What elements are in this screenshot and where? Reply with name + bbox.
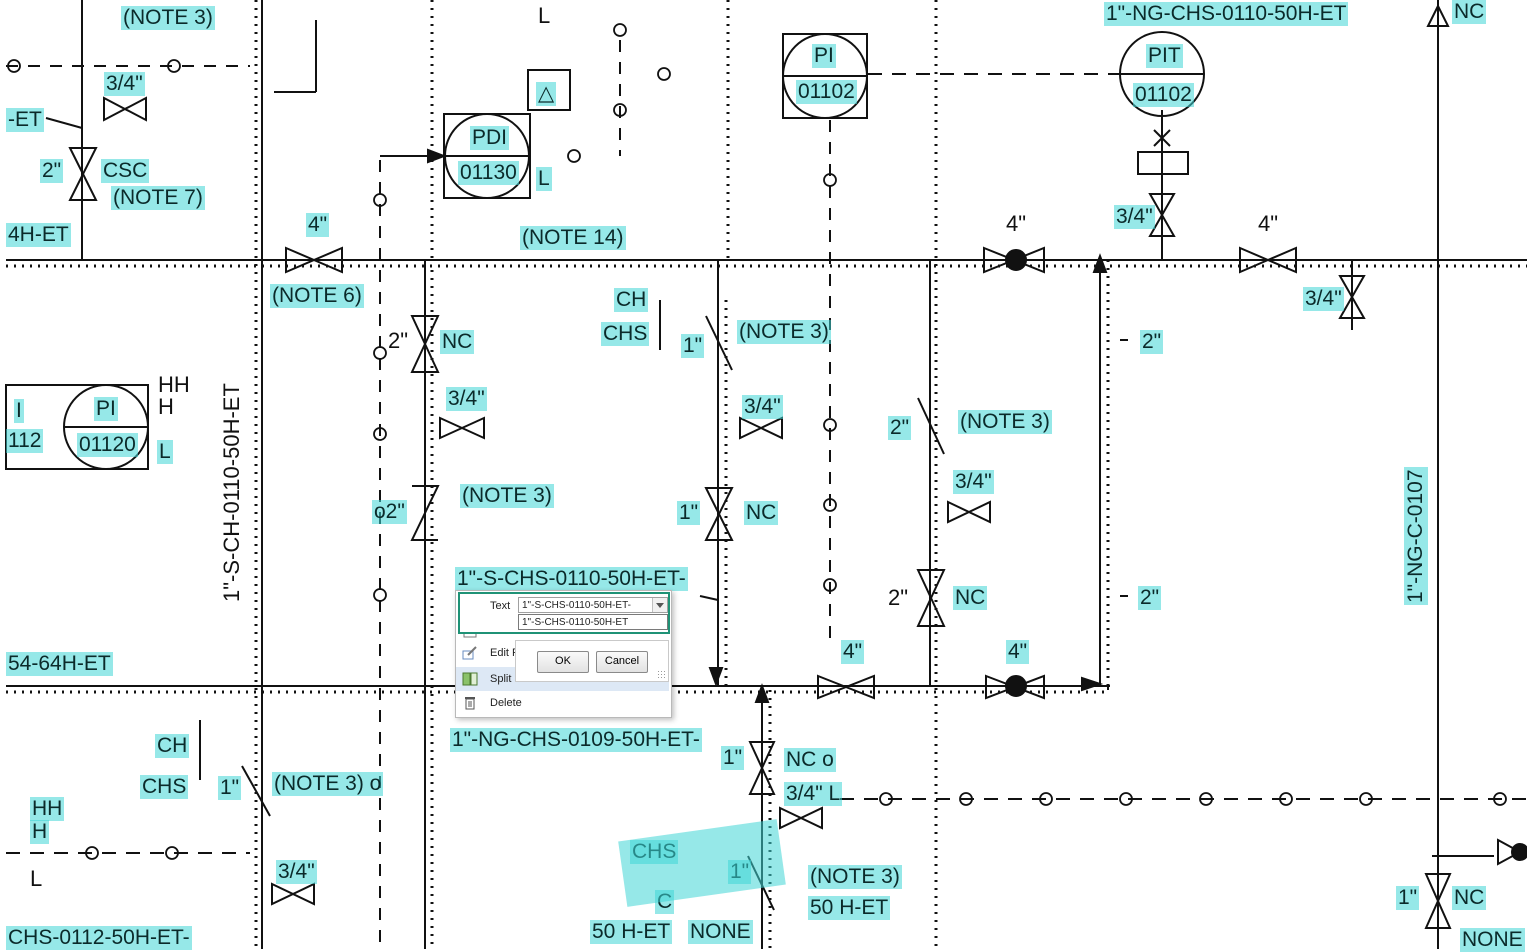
editor-button-panel: OK Cancel bbox=[515, 640, 669, 682]
text-label-l34[interactable]: 3/4" bbox=[953, 470, 994, 494]
text-label-l22[interactable]: 3/4" bbox=[446, 387, 487, 411]
text-label-l50[interactable]: CHS bbox=[140, 775, 189, 799]
text-label-l16[interactable]: 1"-NG-CHS-0110-50H-ET bbox=[1104, 2, 1349, 26]
text-label-l32[interactable]: 2" bbox=[888, 416, 912, 440]
text-label-l28[interactable]: (NOTE 3) bbox=[737, 320, 831, 344]
text-label-l1[interactable]: (NOTE 3) bbox=[121, 6, 215, 30]
text-label-l13[interactable]: 01102 bbox=[796, 80, 857, 104]
text-label-l37[interactable]: 2" bbox=[1138, 586, 1162, 610]
text-label-l29[interactable]: 3/4" bbox=[742, 395, 783, 419]
text-edit-input[interactable]: 1"-S-CHS-0110-50H-ET bbox=[518, 614, 668, 630]
text-label-l51[interactable]: 1" bbox=[218, 776, 242, 800]
text-label-l11[interactable]: △ bbox=[536, 82, 557, 106]
text-label-l27[interactable]: 1" bbox=[681, 334, 705, 358]
text-label-l45[interactable]: 54-64H-ET bbox=[6, 652, 113, 676]
menu-item-label: Delete bbox=[490, 697, 522, 709]
chevron-down-icon[interactable] bbox=[652, 598, 667, 612]
text-label-l57[interactable]: NC o bbox=[784, 748, 836, 772]
menu-item-label: Edit R bbox=[490, 647, 520, 659]
text-label-l31[interactable]: NC bbox=[744, 501, 779, 525]
text-label-l42[interactable]: I bbox=[14, 399, 24, 423]
text-label-l40[interactable]: 01120 bbox=[77, 433, 138, 457]
text-label-l53[interactable]: HH bbox=[30, 797, 65, 821]
text-label-l55[interactable]: 3/4" bbox=[276, 860, 317, 884]
text-label-l35[interactable]: NC bbox=[953, 586, 988, 610]
text-label-l44[interactable]: 1"-S-CHS-0110-50H-ET- bbox=[455, 567, 688, 591]
text-label-l30[interactable]: 1" bbox=[677, 501, 701, 525]
text-label-l54[interactable]: H bbox=[30, 820, 50, 844]
menu-item-edit-r[interactable]: Edit R bbox=[456, 641, 669, 665]
text-label-l26[interactable]: CHS bbox=[601, 322, 650, 346]
text-label-l67[interactable]: 1" bbox=[1396, 886, 1420, 910]
text-label-l46[interactable]: 4" bbox=[841, 640, 865, 664]
text-label-l8[interactable]: PDI bbox=[470, 126, 510, 150]
text-label-l12[interactable]: PI bbox=[812, 44, 836, 68]
vertical-text-label-v1[interactable]: 1"-NG-C-0107 bbox=[1404, 467, 1428, 605]
text-label-l58[interactable]: 3/4" L bbox=[784, 782, 843, 806]
text-label-l15[interactable]: 01102 bbox=[1133, 83, 1194, 107]
text-dropdown-value: 1"-S-CHS-0110-50H-ET- bbox=[522, 600, 631, 611]
text-dropdown[interactable]: 1"-S-CHS-0110-50H-ET- bbox=[518, 597, 668, 613]
resize-grip-icon[interactable] bbox=[657, 670, 666, 679]
trash-icon bbox=[462, 695, 478, 711]
text-label-l69[interactable]: NONE bbox=[1460, 928, 1525, 952]
text-label-l18[interactable]: 4" bbox=[306, 213, 330, 237]
text-label-l33[interactable]: (NOTE 3) bbox=[958, 410, 1052, 434]
text-label-l20[interactable]: (NOTE 6) bbox=[270, 284, 364, 308]
text-label-l7[interactable]: 4H-ET bbox=[6, 223, 71, 247]
text-edit-value: 1"-S-CHS-0110-50H-ET bbox=[522, 617, 629, 628]
text-label-l9[interactable]: 01130 bbox=[458, 161, 519, 185]
text-label-l43[interactable]: L bbox=[157, 440, 173, 464]
text-label-l63[interactable]: 50 H-ET bbox=[808, 896, 891, 920]
text-label-l3[interactable]: -ET bbox=[6, 108, 44, 132]
text-field-label: Text bbox=[490, 600, 511, 612]
text-label-l25[interactable]: CH bbox=[614, 288, 649, 312]
text-label-l64[interactable]: 50 H-ET bbox=[590, 920, 673, 944]
text-label-l70[interactable]: NC bbox=[1452, 0, 1487, 24]
menu-item-label: Split bbox=[490, 673, 512, 685]
drawing-text-b5: 4" bbox=[1258, 211, 1279, 236]
text-label-l2[interactable]: 3/4" bbox=[104, 72, 145, 96]
text-label-l21[interactable]: NC bbox=[440, 330, 475, 354]
text-label-l62[interactable]: (NOTE 3) bbox=[808, 865, 902, 889]
text-label-l68[interactable]: NC bbox=[1452, 886, 1487, 910]
drawing-text-b2: HH bbox=[158, 372, 190, 397]
text-label-l17[interactable]: 3/4" bbox=[1114, 205, 1155, 229]
text-label-l5[interactable]: CSC bbox=[101, 159, 150, 183]
text-label-l23[interactable]: (NOTE 3) bbox=[460, 484, 554, 508]
text-label-l4[interactable]: 2" bbox=[40, 159, 64, 183]
text-editor-panel: Text 1"-S-CHS-0110-50H-ET- 1"-S-CHS-0110… bbox=[458, 592, 670, 634]
text-label-l65[interactable]: NONE bbox=[688, 920, 753, 944]
edit-region-icon bbox=[462, 645, 478, 661]
drawing-vertical-text-bv1: 1"-S-CH-0110-50H-ET bbox=[219, 383, 244, 602]
text-label-l52[interactable]: (NOTE 3) o bbox=[272, 772, 384, 796]
drawing-text-b3: H bbox=[158, 394, 174, 419]
text-label-l38[interactable]: 3/4" bbox=[1303, 287, 1344, 311]
text-label-l10[interactable]: L bbox=[536, 167, 552, 191]
text-label-l66[interactable]: CHS-0112-50H-ET- bbox=[6, 926, 192, 950]
text-label-l19[interactable]: (NOTE 14) bbox=[520, 226, 626, 250]
menu-item-delete[interactable]: Delete bbox=[456, 691, 669, 715]
text-label-l47[interactable]: 4" bbox=[1006, 640, 1030, 664]
ok-button[interactable]: OK bbox=[537, 651, 589, 673]
text-label-l14[interactable]: PIT bbox=[1146, 44, 1183, 68]
text-label-l6[interactable]: (NOTE 7) bbox=[111, 186, 205, 210]
split-icon bbox=[462, 671, 478, 687]
drawing-text-b1: 2" bbox=[388, 328, 409, 353]
drawing-text-b8: L bbox=[538, 3, 551, 28]
text-label-l48[interactable]: 1"-NG-CHS-0109-50H-ET- bbox=[450, 728, 702, 752]
drawing-text-b4: 4" bbox=[1006, 211, 1027, 236]
text-label-l39[interactable]: PI bbox=[94, 397, 118, 421]
drawing-text-b7: L bbox=[30, 866, 43, 891]
text-label-l24[interactable]: o2" bbox=[372, 500, 407, 524]
text-label-l49[interactable]: CH bbox=[155, 734, 190, 758]
text-label-l56[interactable]: 1" bbox=[721, 746, 745, 770]
drawing-text-b6: 2" bbox=[888, 585, 909, 610]
cancel-button[interactable]: Cancel bbox=[596, 651, 648, 673]
text-label-l36[interactable]: 2" bbox=[1140, 330, 1164, 354]
text-label-l41[interactable]: 112 bbox=[6, 429, 44, 453]
